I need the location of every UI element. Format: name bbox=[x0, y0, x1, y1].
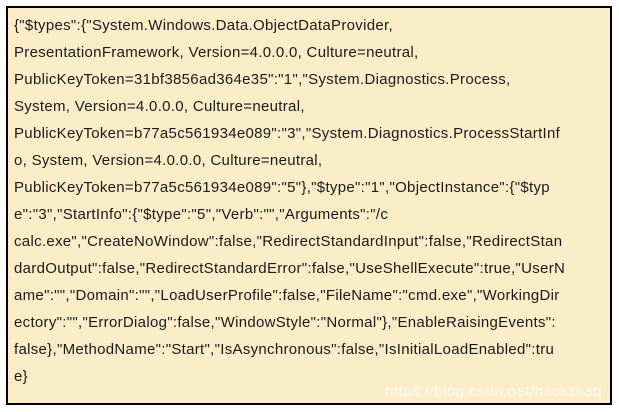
payload-text: {"$types":{"System.Windows.Data.ObjectDa… bbox=[14, 17, 566, 385]
code-block: {"$types":{"System.Windows.Data.ObjectDa… bbox=[6, 6, 612, 405]
